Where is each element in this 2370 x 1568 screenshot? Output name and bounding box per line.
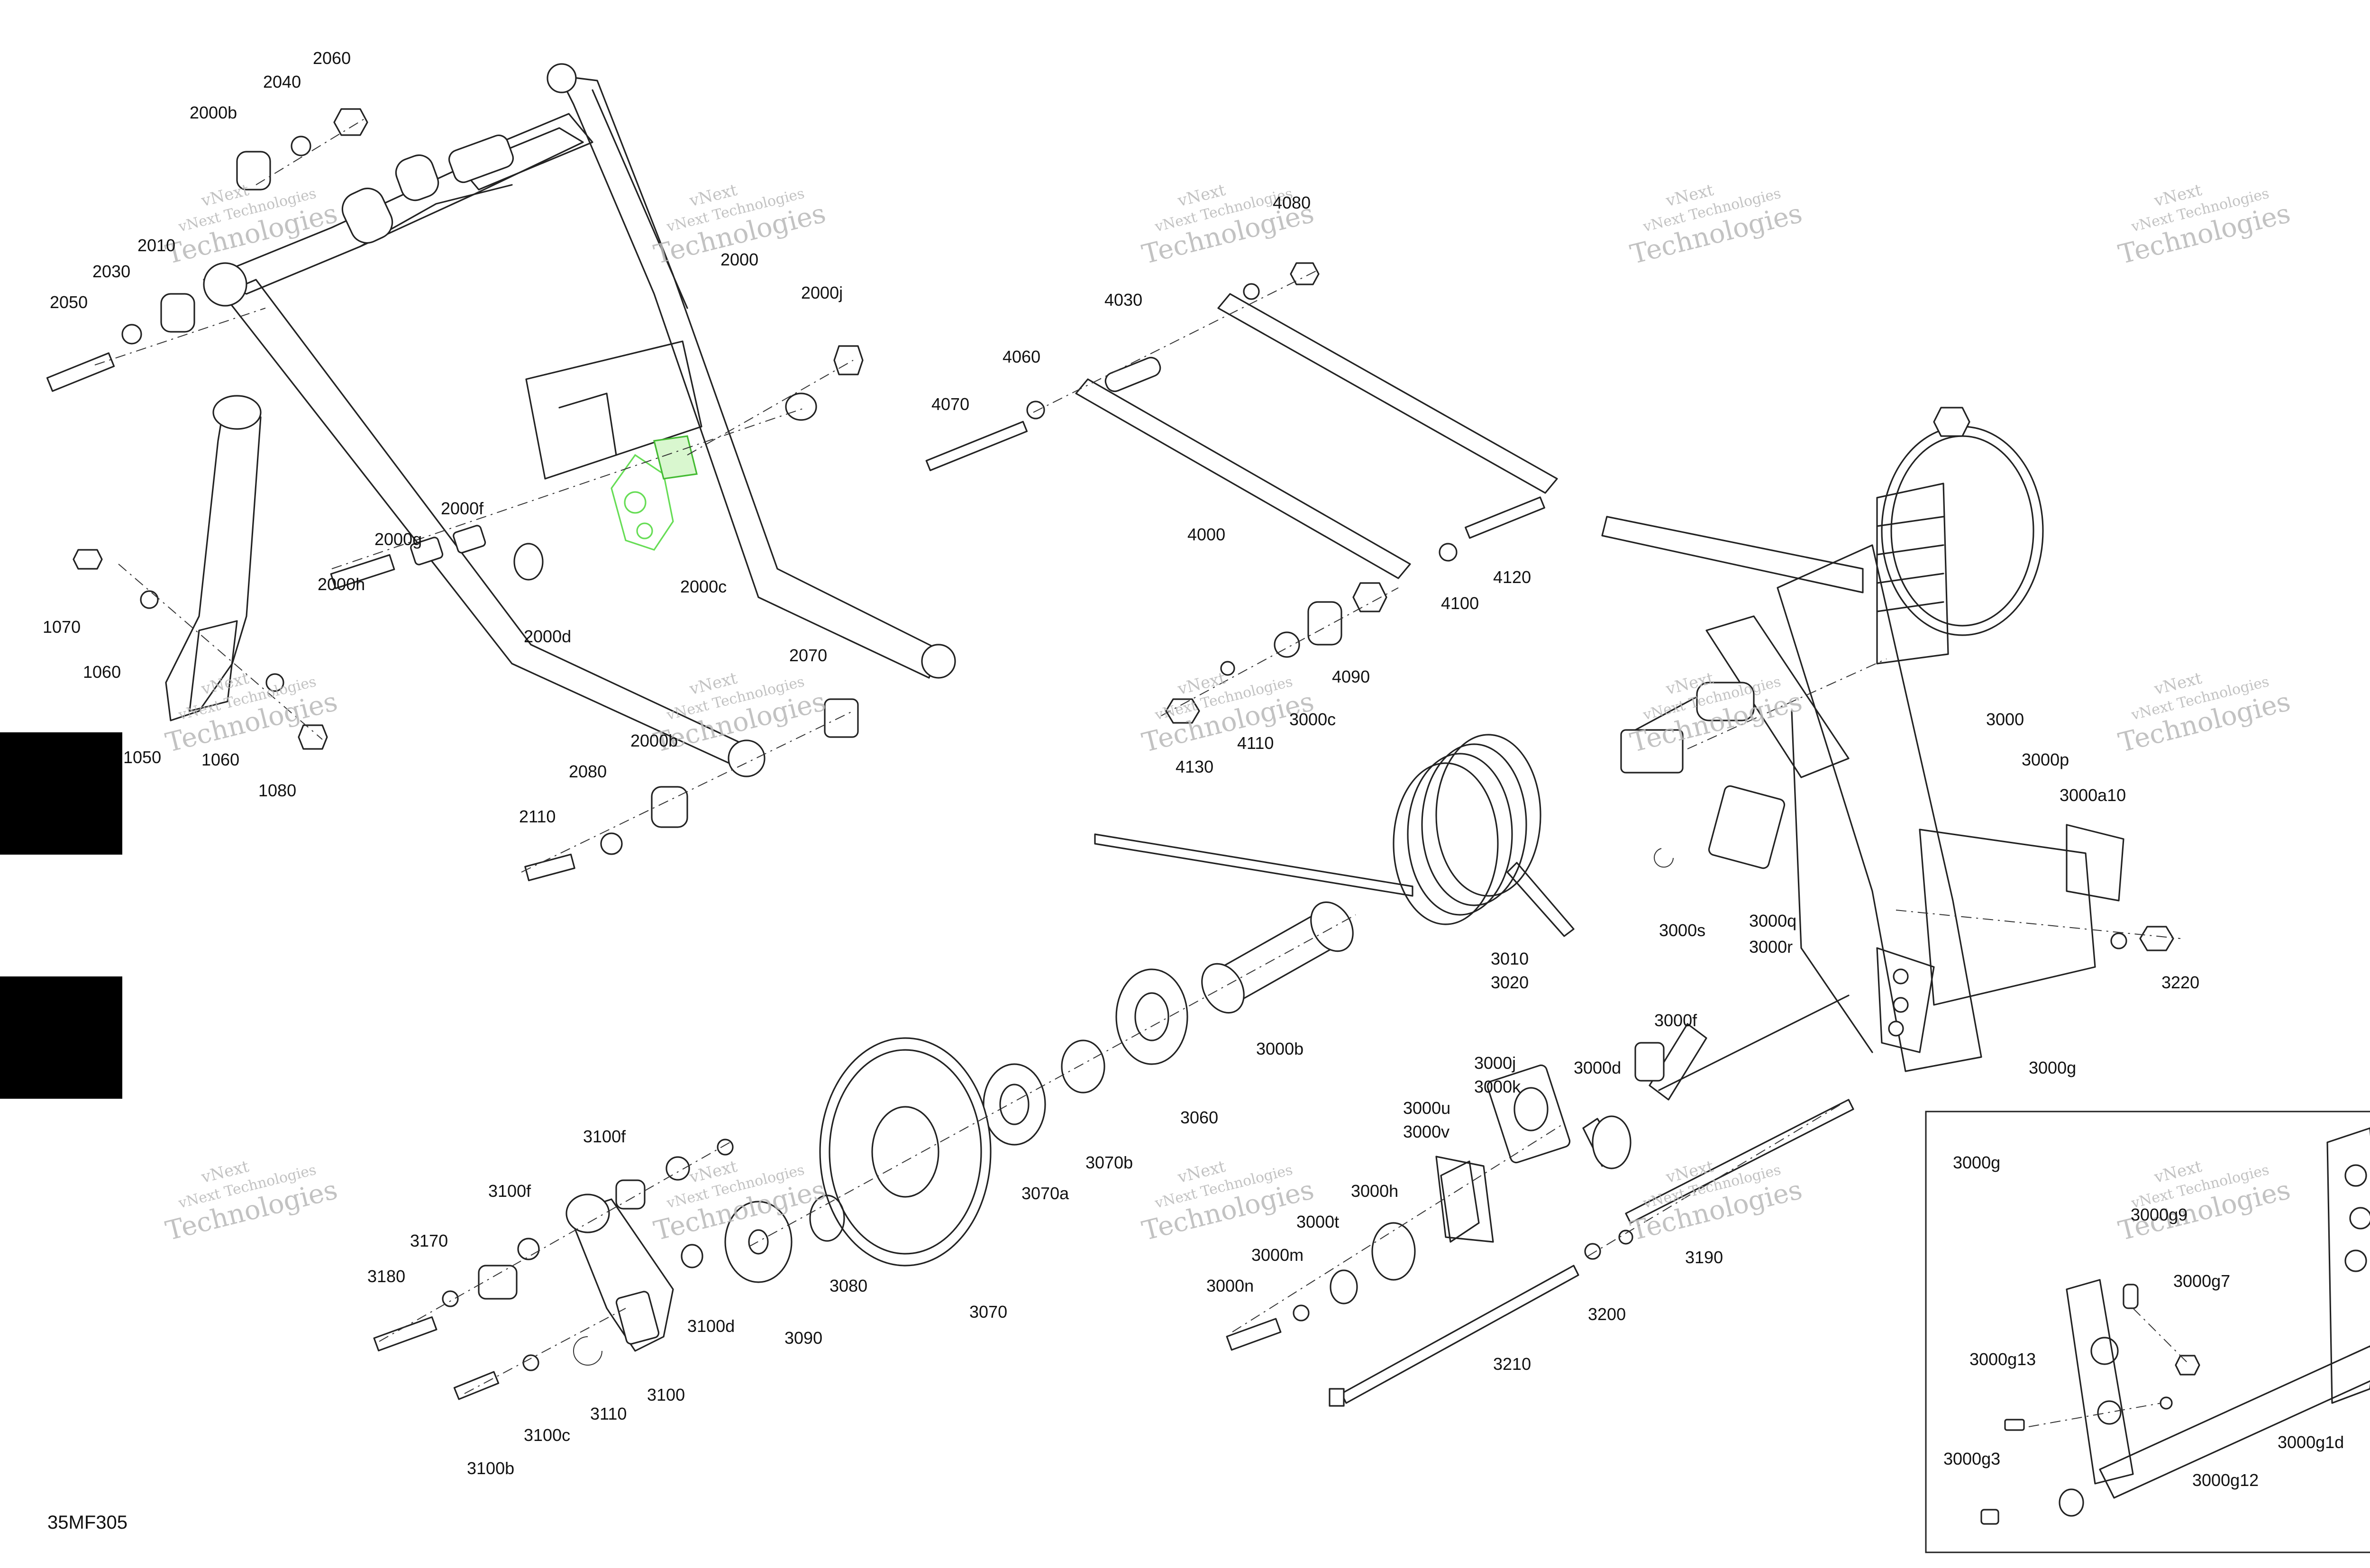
callout-label: 3200 <box>1588 1304 1626 1324</box>
callout-label: 3070 <box>969 1302 1007 1322</box>
callout-label: 3000q <box>1749 911 1796 930</box>
callout-label: 3080 <box>830 1276 867 1295</box>
callout-label: 2000h <box>318 574 365 594</box>
callout-label: 3000v <box>1403 1122 1449 1141</box>
callout-label: 2010 <box>137 236 175 255</box>
callout-label: 3000j <box>1474 1053 1516 1073</box>
callout-label: 3100f <box>583 1127 626 1146</box>
callout-label: 3210 <box>1493 1354 1531 1374</box>
callout-label: 3070a <box>1021 1184 1069 1203</box>
callout-label: 3090 <box>784 1328 822 1348</box>
callout-label: 1060 <box>201 750 239 769</box>
callout-label: 2000j <box>801 283 843 302</box>
callout-label: 3190 <box>1685 1248 1723 1267</box>
callout-label: 4060 <box>1003 347 1040 366</box>
callout-label: 3000g9 <box>2131 1205 2188 1224</box>
callout-label: 2080 <box>569 762 607 781</box>
callout-label: 3110 <box>590 1404 627 1423</box>
callout-label: 3000n <box>1206 1276 1254 1295</box>
callout-label: 3000b <box>1256 1039 1304 1058</box>
callout-label: 3100f <box>488 1181 531 1201</box>
wheel-and-sleeve-group <box>724 901 1356 1283</box>
side-tab-upper <box>0 732 122 855</box>
callout-label: 3000r <box>1749 937 1793 957</box>
callout-label: 4130 <box>1176 757 1213 776</box>
callout-label: 3000u <box>1403 1098 1450 1118</box>
callout-label: 3060 <box>1180 1108 1218 1127</box>
callout-label: 3000h <box>1351 1181 1398 1201</box>
callout-label: 3100 <box>647 1385 685 1404</box>
callout-label: 2030 <box>92 262 130 281</box>
watermarks: vNext vNext Technologies Technologies vN… <box>163 181 2293 1247</box>
front-arm-assembly <box>203 63 956 777</box>
callout-label: 2070 <box>789 646 827 665</box>
callout-label: 3000g13 <box>1969 1349 2036 1369</box>
callout-label: 1050 <box>123 748 161 767</box>
callout-label: 2110 <box>519 807 556 826</box>
callout-label: 3020 <box>1491 973 1529 992</box>
callout-label: 3000t <box>1296 1212 1339 1231</box>
callout-label: 3000 <box>1986 710 2024 729</box>
lever-assembly-1050 <box>165 395 262 721</box>
callout-label: 3010 <box>1491 949 1529 968</box>
callout-label: 3000a10 <box>2060 785 2126 805</box>
callout-label: 3000g <box>1953 1153 2000 1172</box>
callout-label: 3000s <box>1659 921 1705 940</box>
callout-label: 2060 <box>313 48 351 68</box>
callout-label: 2000b <box>190 103 237 122</box>
swing-arm-3100 <box>373 1139 734 1400</box>
callout-label: 3000m <box>1251 1245 1304 1265</box>
callout-label: 3000k <box>1474 1077 1521 1096</box>
callout-label: 1080 <box>258 781 296 800</box>
callout-label: 3000g12 <box>2192 1470 2259 1490</box>
callout-label: 3000g <box>2029 1058 2076 1077</box>
side-tab-lower <box>0 976 122 1099</box>
figure-id: 35MF305 <box>47 1512 128 1533</box>
callout-label: 4080 <box>1273 193 1311 212</box>
callout-label: 4110 <box>1237 733 1274 753</box>
callout-label: 3170 <box>410 1231 448 1250</box>
callout-label: 1070 <box>43 617 81 637</box>
callout-label: 3070b <box>1085 1153 1133 1172</box>
callout-label: 3220 <box>2161 973 2199 992</box>
callout-label: 3000g7 <box>2173 1271 2230 1291</box>
callout-label: 2000d <box>524 627 571 646</box>
callout-label: 2000 <box>720 250 758 269</box>
callout-label: 4100 <box>1441 593 1479 613</box>
callout-label: 4030 <box>1104 290 1142 310</box>
rear-suspension-frame <box>1601 407 2181 1072</box>
callout-labels: 2060 2040 2000b 2010 2030 2050 2000 2000… <box>43 48 2344 1533</box>
callout-label: 4120 <box>1493 567 1531 587</box>
callout-label: 1060 <box>83 662 121 682</box>
callout-label: 3000g3 <box>1943 1449 2000 1468</box>
callout-label: 3000p <box>2022 750 2069 769</box>
callout-label: 3100c <box>524 1425 570 1445</box>
callout-label: 3100d <box>687 1316 735 1336</box>
callout-label: 3000c <box>1289 710 1336 729</box>
callout-label: 4090 <box>1332 667 1370 686</box>
callout-label: 2000g <box>374 529 422 549</box>
hardware-left <box>46 108 864 882</box>
callout-label: 3180 <box>367 1267 405 1286</box>
torsion-spring-3010 <box>1094 734 1575 937</box>
inset-3000g <box>1925 1111 2370 1553</box>
callout-label: 3000g1d <box>2278 1432 2344 1452</box>
callout-label: 2040 <box>263 72 301 91</box>
callout-label: 2000f <box>441 499 484 518</box>
callout-label: 3100b <box>467 1459 514 1478</box>
rod-assembly-4000 <box>925 262 1558 724</box>
callout-label: 2000c <box>680 577 727 596</box>
callout-label: 3000d <box>1574 1058 1621 1077</box>
callout-label: 3000f <box>1654 1011 1697 1030</box>
hardware-3000-series <box>1226 994 1854 1407</box>
callout-label: 2050 <box>50 292 88 312</box>
callout-label: 2000b <box>630 731 678 750</box>
callout-label: 4000 <box>1187 525 1225 544</box>
callout-label: 4070 <box>931 394 969 414</box>
